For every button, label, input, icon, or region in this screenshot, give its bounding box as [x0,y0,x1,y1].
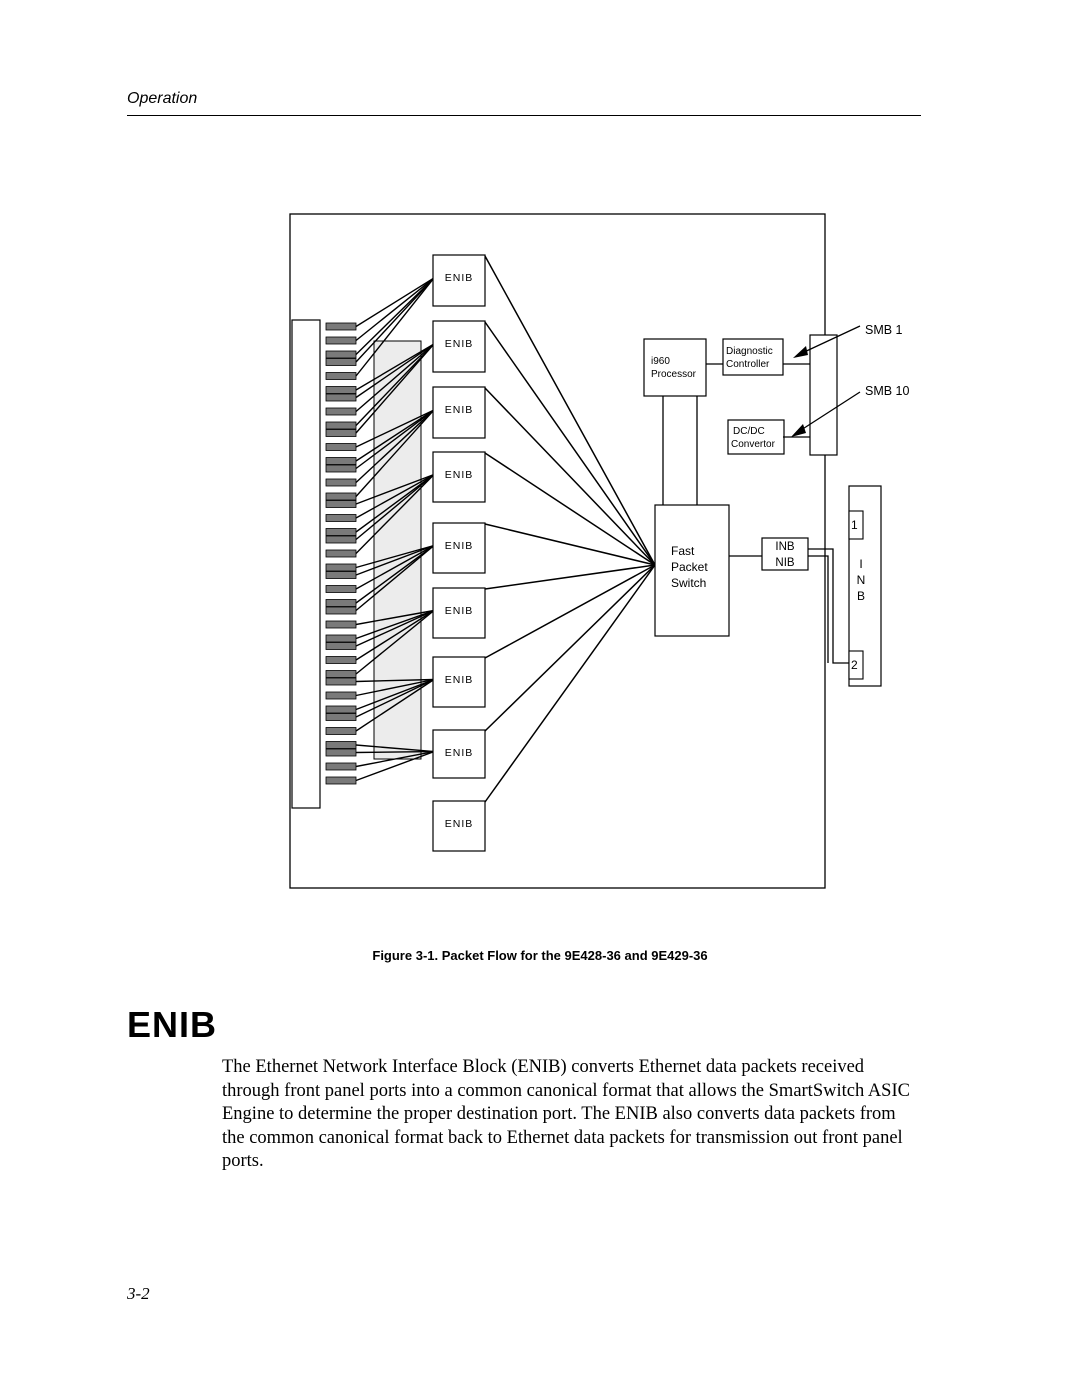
figure-caption: Figure 3-1. Packet Flow for the 9E428-36… [372,948,708,963]
front-panel [291,319,321,809]
nib-label: NIB [775,557,795,569]
controller-label: Controller [726,359,770,370]
port-connector [325,656,357,664]
enib-box [432,254,486,307]
port-connector [325,748,357,757]
port-connector [325,386,357,394]
port-connector [325,634,357,643]
i960-processor-box [643,338,707,397]
enib-label: ENIB [445,540,474,552]
packet-flow-diagram: ENIB ENIB ENIB ENIB ENIB ENIB ENIB ENIB ENIB i96… [289,213,910,889]
fps-label-switch: Switch [671,576,706,590]
port-connector [325,478,357,487]
enib-box [432,386,486,439]
port-connector [325,585,357,593]
port-connector [325,642,357,650]
inb-letter-n: N [857,573,866,587]
enib-box [432,587,486,639]
port-connector [325,336,357,345]
fast-packet-switch-box [654,504,730,637]
port-connector [325,457,357,465]
inb-port-1 [848,510,864,540]
enib-box [432,729,486,779]
port-connector [325,677,357,686]
enib-label: ENIB [445,272,474,284]
section-heading: ENIB [127,1004,218,1045]
header-rule [127,115,921,116]
port-connector [325,620,357,629]
enib-box [432,656,486,708]
port-connector [325,528,357,536]
enib-label: ENIB [445,338,474,350]
smb10-arrow [797,391,861,433]
inb-port-2 [848,650,864,680]
enib-label: ENIB [445,747,474,759]
front-panel-ports [325,322,357,785]
port-connector [325,514,357,522]
inb-letter-i: I [859,557,862,571]
enib-blocks: ENIB ENIB ENIB ENIB ENIB ENIB ENIB ENIB ENIB [432,254,486,852]
port-connector [325,571,357,579]
port-connector [325,393,357,402]
port-connector [325,762,357,771]
enib-to-switch-wires [484,255,656,803]
smb1-label: SMB 1 [865,323,903,337]
diagnostic-controller-box [722,338,784,376]
processor-label: Processor [651,369,697,380]
dcdc-convertor-box [727,419,785,455]
section-body-paragraph: The Ethernet Network Interface Block (EN… [222,1057,910,1171]
fps-label-packet: Packet [671,560,708,574]
port-connector [325,372,357,380]
port-connector [325,741,357,749]
port-connector [325,492,357,501]
enib-label: ENIB [445,674,474,686]
port-connector [325,606,357,615]
enib-label: ENIB [445,469,474,481]
inb-label: INB [775,541,795,553]
smb10-label: SMB 10 [865,384,910,398]
port-connector [325,776,357,785]
inb-nib-box [761,537,809,571]
inb-letter-b: B [857,589,865,603]
port-connector [325,549,357,558]
i960-label: i960 [651,356,670,367]
port-connector [325,563,357,572]
port-connector [325,670,357,678]
port-connector [325,705,357,714]
inb-port-2-label: 2 [851,658,858,672]
port-connector [325,350,357,359]
dcdc-label: DC/DC [733,426,765,437]
enib-label: ENIB [445,605,474,617]
enib-label: ENIB [445,404,474,416]
enib-box [432,800,486,852]
port-connector [325,421,357,430]
inb-port-1-label: 1 [851,518,858,532]
diagnostic-label: Diagnostic [726,346,773,357]
enib-box [432,320,486,373]
enib-box [432,522,486,574]
port-to-enib-wires [355,277,435,782]
port-connector [325,358,357,366]
page-number: 3-2 [127,1284,150,1303]
smb-connector [809,334,838,456]
figure-frame [289,213,826,889]
smb1-arrow [799,325,861,355]
port-connector [325,535,357,544]
fps-label-fast: Fast [671,544,695,558]
port-connector [325,713,357,721]
enib-label: ENIB [445,818,474,830]
convertor-label: Convertor [731,439,776,450]
enib-box [432,451,486,503]
port-connector [325,727,357,735]
port-connector [325,599,357,607]
port-connector [325,464,357,473]
port-connector [325,429,357,437]
port-connector [325,691,357,700]
port-connector [325,443,357,451]
port-connector [325,500,357,508]
port-connector [325,322,357,331]
running-header-title: Operation [127,90,198,107]
port-connector [325,407,357,416]
